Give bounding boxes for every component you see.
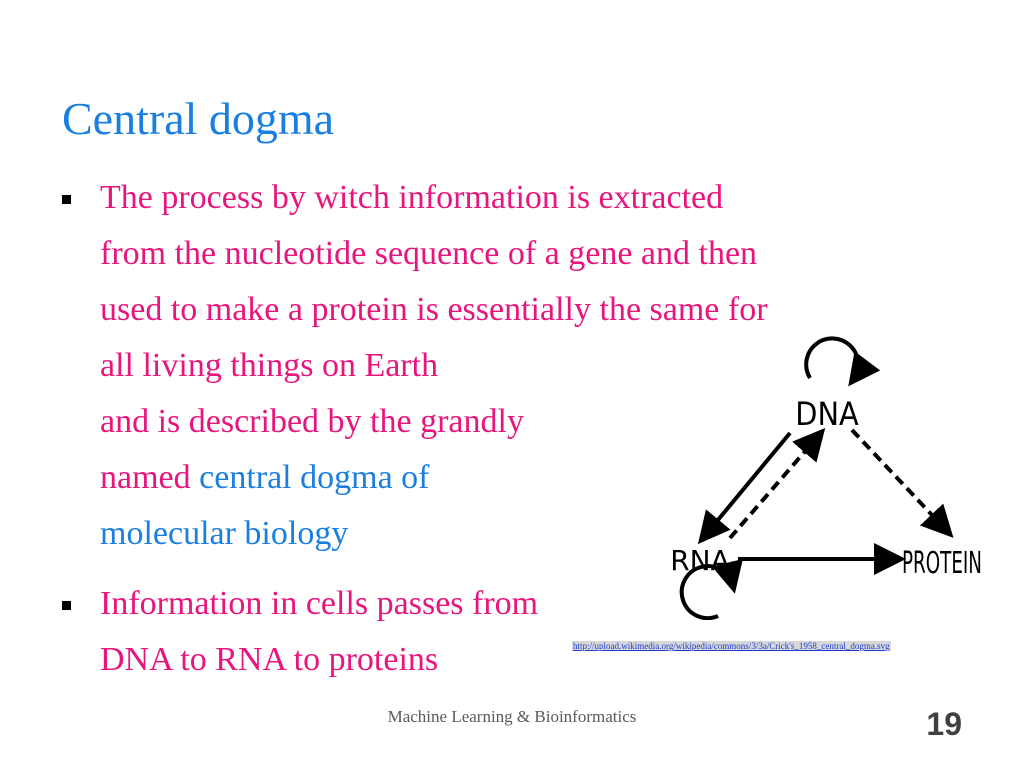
bullet-line: The process by witch information is extr… <box>100 179 724 216</box>
bullet-line: named central dogma of <box>100 459 430 496</box>
bullet-text: The process by witch information is extr… <box>100 170 768 562</box>
bullet-marker <box>62 601 71 610</box>
bullet-line: and is described by the grandly <box>100 403 524 440</box>
slide-footer: Machine Learning & Bioinformatics <box>387 707 637 726</box>
bullet-line: from the nucleotide sequence of a gene a… <box>100 235 758 272</box>
protein-label: PROTEIN <box>902 546 982 581</box>
rna-label: RNA <box>670 544 730 577</box>
bullet-line: molecular biology <box>100 506 768 562</box>
page-number: 19 <box>926 706 962 742</box>
highlight-text: central dogma of <box>199 459 430 496</box>
bullet-line: all living things on Earth <box>100 347 439 384</box>
bullet-text: Information in cells passes from DNA to … <box>100 576 538 688</box>
slide-title: Central dogma <box>62 93 335 144</box>
rna-replication-arrow <box>679 558 743 620</box>
highlight-text: molecular biology <box>100 515 349 552</box>
bullet-line: Information in cells passes from <box>100 585 539 622</box>
bullet-line: used to make a protein is essentially th… <box>100 291 768 328</box>
image-credit-link[interactable]: http://upload.wikimedia.org/wikipedia/co… <box>572 641 891 651</box>
dna-label: DNA <box>795 395 859 433</box>
central-dogma-diagram: DNA RNA PROTEIN <box>670 336 982 620</box>
bullet-marker <box>62 195 71 204</box>
dna-to-protein-arrow <box>850 428 954 538</box>
dna-replication-arrow <box>804 336 881 387</box>
rna-to-dna-arrow <box>728 427 826 540</box>
bullet-line: DNA to RNA to proteins <box>100 641 439 678</box>
dna-to-rna-arrow <box>697 431 792 545</box>
